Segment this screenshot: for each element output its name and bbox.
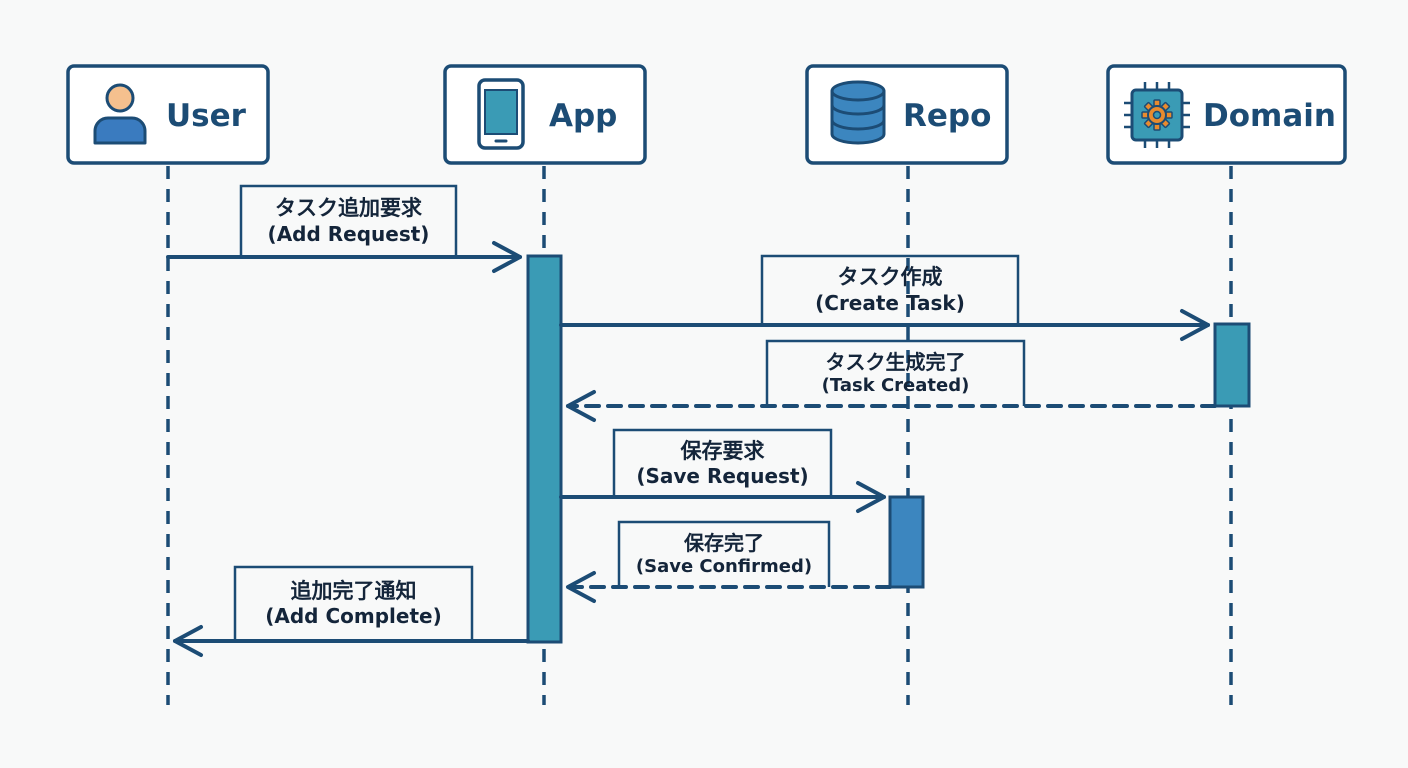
message-en-add-complete: (Add Complete) [265,604,442,629]
message-jp-add-complete: 追加完了通知 [290,578,417,603]
participant-name-user: User [166,98,246,134]
message-label-add-complete: 追加完了通知 (Add Complete) [235,569,472,638]
activation-domain [1213,322,1251,408]
message-en-task-created: (Task Created) [821,374,970,396]
message-label-save-confirmed: 保存完了 (Save Confirmed) [619,524,829,585]
participant-name-repo: Repo [903,98,992,134]
message-en-add-request: (Add Request) [267,221,430,246]
label-box-add-request [239,184,458,256]
participant-name-app: App [549,98,618,134]
message-en-create-task: (Create Task) [815,290,965,315]
arrowhead-create-task [1180,309,1210,341]
label-box-task-created [765,339,1026,406]
activation-repo [888,495,925,589]
label-box-create-task [760,254,1020,324]
message-jp-create-task: タスク作成 [837,265,943,290]
message-label-save-request: 保存要求 (Save Request) [614,432,831,495]
message-jp-task-created: タスク生成完了 [825,349,966,374]
label-box-save-confirmed [617,520,831,587]
arrowhead-save-request [856,481,886,513]
user-icon [93,83,147,145]
arrowhead-add-complete [173,625,203,657]
participant-name-domain: Domain [1203,98,1336,134]
arrowhead-save-confirmed [566,571,596,603]
message-en-save-request: (Save Request) [636,464,809,489]
message-label-task-created: タスク生成完了 (Task Created) [767,343,1024,404]
label-box-save-request [612,428,833,497]
arrowhead-task-created [566,390,596,422]
arrowhead-add-request [492,241,522,273]
cpu-gear-icon [1124,82,1190,148]
message-label-create-task: タスク作成 (Create Task) [762,258,1018,322]
label-boxes [233,184,1026,640]
message-label-add-request: タスク追加要求 (Add Request) [241,188,456,254]
database-icon [830,80,886,145]
message-en-save-confirmed: (Save Confirmed) [635,555,813,577]
message-jp-save-confirmed: 保存完了 [684,530,764,555]
label-box-add-complete [233,565,474,640]
message-jp-save-request: 保存要求 [680,438,765,463]
activation-app [526,254,563,644]
message-jp-add-request: タスク追加要求 [275,196,422,221]
smartphone-icon [477,78,525,150]
messages [166,241,1217,657]
